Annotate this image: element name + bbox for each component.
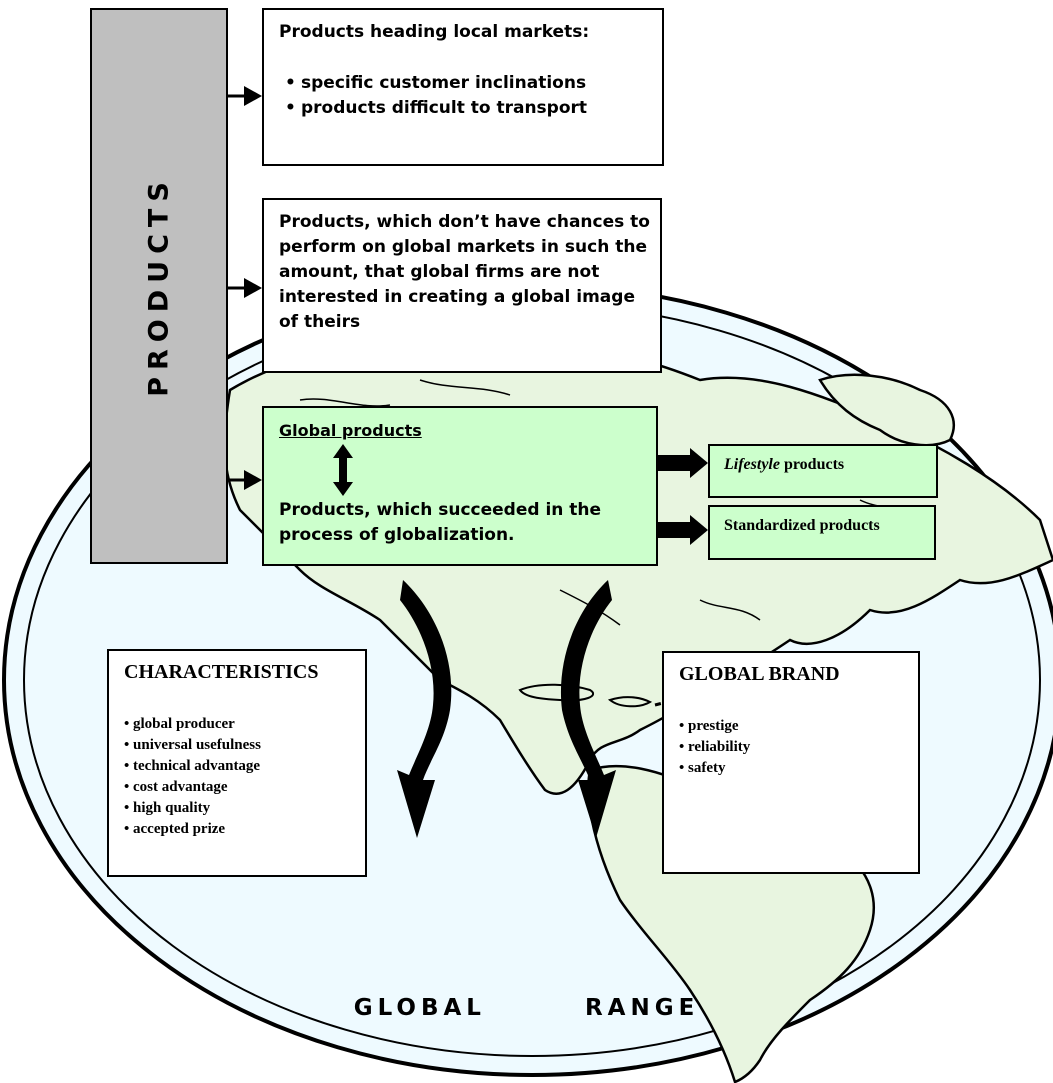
local-markets-list: specific customer inclinations products … [279, 71, 662, 121]
caribbean-island [607, 696, 653, 708]
curved-arrow-right-icon [560, 580, 616, 838]
local-markets-heading: Products heading local markets: [279, 22, 590, 42]
list-item: specific customer inclinations [279, 71, 662, 96]
products-bar: PRODUCTS [90, 8, 228, 564]
global-brand-box: GLOBAL BRAND prestige reliability safety [662, 651, 920, 874]
characteristics-box: CHARACTERISTICS global producer universa… [107, 649, 367, 877]
thick-arrow-right-icon [658, 448, 708, 478]
characteristics-list: global producer universal usefulness tec… [124, 714, 365, 840]
arrow-right-icon [228, 86, 262, 106]
global-brand-heading: GLOBAL BRAND [679, 663, 840, 685]
list-item: technical advantage [124, 756, 365, 777]
list-item: accepted prize [124, 819, 365, 840]
global-products-box: Global products Products, which succeede… [262, 406, 658, 566]
global-products-text: Products, which succeeded in the process… [279, 500, 602, 545]
thick-arrow-right-icon [658, 515, 708, 545]
standardized-label: Standardized products [724, 517, 880, 534]
list-item: reliability [679, 737, 918, 758]
global-products-title: Global products [279, 421, 422, 440]
arrow-right-icon [228, 278, 262, 298]
list-item: prestige [679, 716, 918, 737]
list-item: safety [679, 758, 918, 779]
local-markets-box: Products heading local markets: specific… [262, 8, 664, 166]
no-chance-text: Products, which don’t have chances to pe… [279, 212, 650, 332]
standardized-products-box: Standardized products [708, 505, 936, 560]
products-label: PRODUCTS [143, 175, 175, 397]
list-item: universal usefulness [124, 735, 365, 756]
lifestyle-rest: products [779, 456, 845, 473]
list-item: high quality [124, 798, 365, 819]
list-item: global producer [124, 714, 365, 735]
arrow-right-icon [228, 470, 262, 490]
double-arrow-icon [333, 444, 353, 496]
global-range-label: GLOBAL RANGE [353, 995, 700, 1021]
global-brand-list: prestige reliability safety [679, 716, 918, 779]
characteristics-heading: CHARACTERISTICS [124, 661, 319, 683]
no-chance-products-box: Products, which don’t have chances to pe… [262, 198, 662, 373]
lifestyle-italic: Lifestyle [724, 456, 780, 473]
coastline-detail [299, 379, 921, 626]
curved-arrow-left-icon [397, 580, 452, 838]
list-item: cost advantage [124, 777, 365, 798]
lifestyle-products-box: Lifestyle products [708, 444, 938, 498]
island-dots [654, 688, 706, 707]
list-item: products difficult to transport [279, 96, 662, 121]
greenland-land [818, 373, 955, 447]
